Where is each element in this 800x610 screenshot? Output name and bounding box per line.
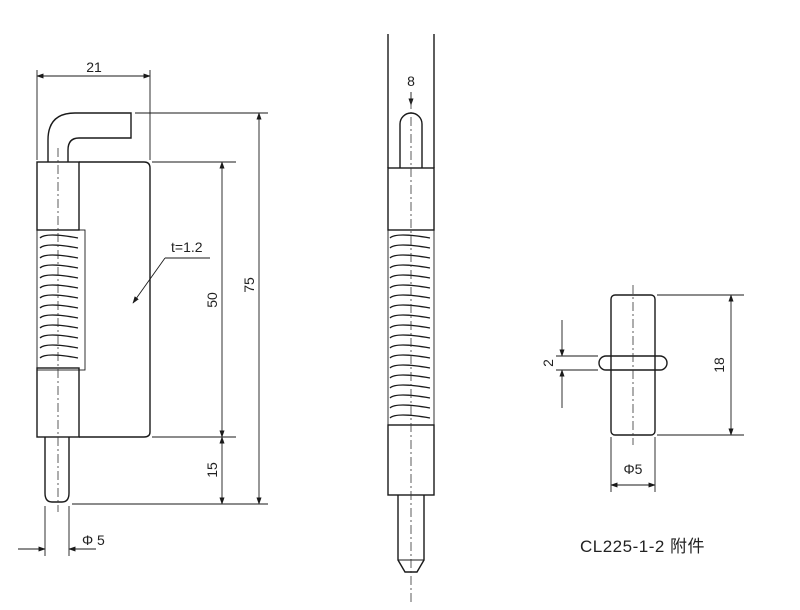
drawing-caption: CL225-1-2 附件	[580, 537, 705, 556]
pin-handle-bend	[47, 112, 132, 162]
dim-diameter-right: Φ5	[624, 461, 643, 477]
right-view: 18 2 Φ5	[540, 285, 744, 492]
dim-pin-diameter: Φ 5	[82, 532, 105, 548]
dim-gap-2: 2	[540, 359, 556, 367]
left-view: 21 50 15 75 t=1.2 Φ 5	[18, 59, 268, 556]
spring-middle	[387, 230, 435, 425]
dim-length-18: 18	[711, 357, 727, 373]
middle-view: 8	[387, 34, 435, 604]
dim-plate-height-50: 50	[204, 292, 220, 308]
dim-width-21: 21	[86, 59, 102, 75]
spring-housing	[36, 229, 86, 371]
thickness-label: t=1.2	[171, 239, 203, 255]
leader-arrow	[132, 257, 166, 304]
spring-left	[39, 234, 79, 359]
dim-pin-tip-8: 8	[407, 73, 415, 89]
pin-lower-left	[44, 437, 70, 503]
dim-total-height-75: 75	[241, 277, 257, 293]
dim-pin-length-15: 15	[204, 462, 220, 478]
mounting-plate	[79, 161, 151, 438]
